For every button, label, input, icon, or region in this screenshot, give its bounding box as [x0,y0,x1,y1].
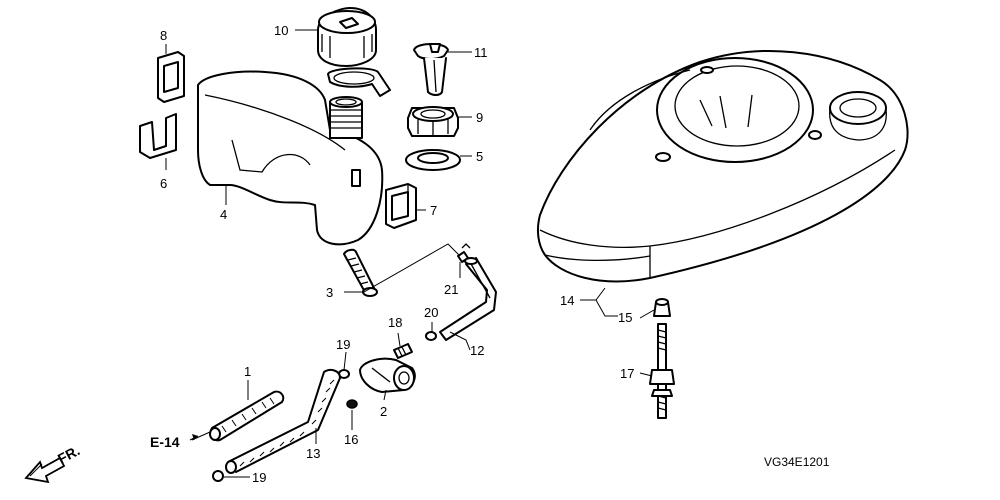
label-2: 2 [380,404,387,419]
drawing-code: VG34E1201 [764,455,830,469]
shroud-cover [536,50,909,283]
label-7: 7 [430,203,437,218]
stud-bolt-17 [649,323,675,419]
hose-clip-19-lower [212,470,224,482]
hose-clip-20 [425,331,437,341]
front-arrow-icon [24,456,66,484]
label-14: 14 [560,293,574,308]
label-16: 16 [344,432,358,447]
fuel-tank [197,70,384,246]
label-21: 21 [444,282,458,297]
rubber-mount-7 [385,183,417,229]
label-3: 3 [326,285,333,300]
washer-16 [346,399,358,409]
label-17: 17 [620,366,634,381]
label-13: 13 [306,446,320,461]
e14-arrowhead-icon [192,434,198,440]
tank-nut [407,106,459,137]
label-8: 8 [160,28,167,43]
label-18: 18 [388,315,402,330]
label-19-lower: 19 [252,470,266,485]
fuel-tube-13 [225,369,341,474]
label-6: 6 [160,176,167,191]
screw-18 [393,343,413,359]
rubber-mount-8 [157,51,185,103]
label-20: 20 [424,305,438,320]
label-5: 5 [476,149,483,164]
collar-15 [653,298,671,317]
label-9: 9 [476,110,483,125]
fuel-tube-12 [439,257,497,341]
label-19-upper: 19 [336,337,350,352]
fuel-tube-1 [209,390,285,442]
label-10: 10 [274,23,288,38]
label-12: 12 [470,343,484,358]
bracket-6 [139,113,177,159]
label-15: 15 [618,310,632,325]
fuel-filter [343,248,378,297]
label-1: 1 [244,364,251,379]
label-4: 4 [220,207,227,222]
seal-ring [405,149,461,171]
reference-e14: E-14 [150,434,180,450]
leader-lines [165,29,655,478]
fuel-strainer [413,43,449,96]
fuel-cap [317,7,391,97]
fuel-cock [359,357,416,393]
label-11: 11 [474,45,488,60]
